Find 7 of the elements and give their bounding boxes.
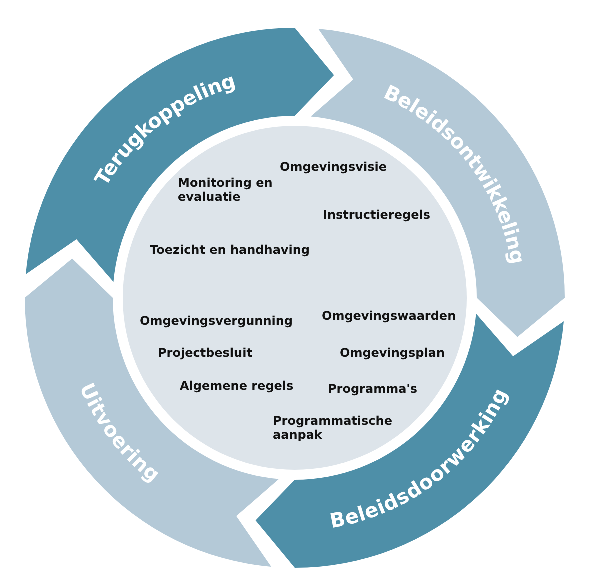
instrument-label: Omgevingsvisie [280,160,387,174]
instrument-label: Omgevingsplan [340,346,446,360]
instrument-label: Algemene regels [180,379,295,393]
instrument-label: Omgevingswaarden [322,309,458,323]
instrument-label: Projectbesluit [158,346,254,360]
instrument-label: Toezicht en handhaving [150,243,311,257]
instrument-label: Omgevingsvergunning [140,314,294,328]
